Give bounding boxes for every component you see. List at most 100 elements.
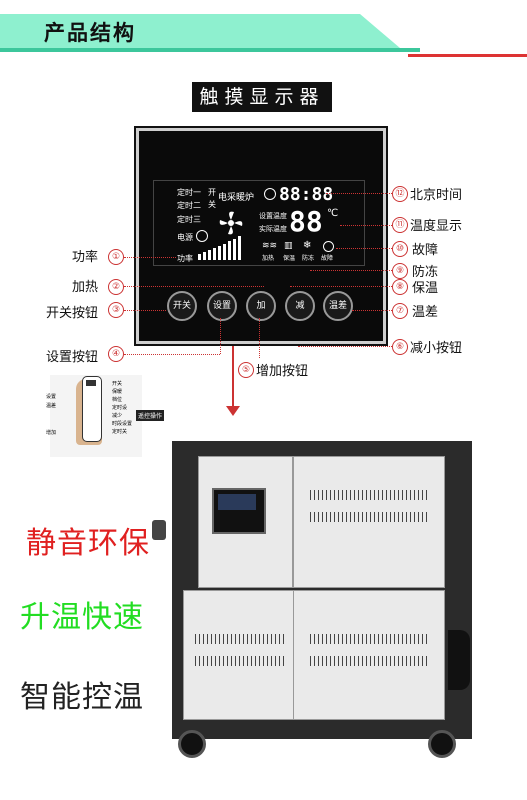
callout-1-line: [124, 257, 176, 258]
callout-5-vline: [259, 318, 260, 358]
heating-icon: ≋≋: [262, 241, 278, 251]
remote-caption: 遥控操作: [136, 410, 165, 421]
callout-9-num: ⑨: [392, 263, 408, 279]
power-button[interactable]: 开关: [167, 291, 197, 321]
vent-grille: [310, 656, 430, 666]
header-underline: [0, 48, 420, 52]
arrow-head-icon: [226, 406, 240, 416]
remote-right-label: 开关: [112, 381, 123, 387]
callout-8-num: ⑧: [392, 279, 408, 295]
lower-left-door: [183, 590, 295, 720]
callout-2-line: [124, 286, 264, 287]
callout-8-line: [290, 286, 392, 287]
lcd-antifreeze: 防冻: [302, 255, 315, 262]
page-title: 产品结构: [44, 21, 136, 45]
lcd-timer-2: 定时二: [177, 201, 201, 210]
lcd-fault: 故障: [321, 255, 334, 262]
lcd-temp-unit: ℃: [327, 208, 339, 219]
callout-11-text: 温度显示: [410, 219, 463, 234]
arrow-shaft: [232, 346, 234, 410]
callout-6-text: 减小按钮: [410, 341, 463, 356]
callout-1-text: 功率: [72, 250, 99, 265]
vent-grille: [310, 634, 430, 644]
callout-1-num: ①: [108, 249, 124, 265]
remote-right-label: 时段设置: [112, 421, 133, 427]
vent-grille: [310, 512, 430, 522]
increase-button[interactable]: 加: [246, 291, 276, 321]
wheel-icon: [428, 730, 456, 758]
insulation-icon: ▥: [284, 241, 293, 251]
mini-lcd: [218, 494, 256, 510]
remote-left-label: 设置: [46, 394, 57, 400]
header-accent-line: [408, 54, 527, 57]
snowflake-icon: ❄: [303, 240, 312, 251]
lcd-actual-temp: 实际温度: [259, 225, 287, 233]
vent-grille: [195, 634, 285, 644]
callout-4-text: 设置按钮: [46, 350, 99, 365]
lcd-screen: [153, 180, 365, 266]
callout-11-line: [340, 225, 392, 226]
slogan-quiet: 静音环保: [26, 526, 150, 561]
callout-3-num: ③: [108, 302, 124, 318]
callout-11-num: ⑪: [392, 217, 408, 233]
decrease-button[interactable]: 减: [285, 291, 315, 321]
clock-icon: [264, 188, 276, 200]
remote-right-label: 定时关: [112, 429, 128, 435]
callout-6-num: ⑥: [392, 339, 408, 355]
lcd-heater-label: 电采暖炉: [218, 193, 255, 203]
remote-screen: [86, 380, 96, 386]
callout-5-text: 增加按钮: [256, 364, 309, 379]
slogan-smart: 智能控温: [20, 680, 144, 715]
temp-diff-button[interactable]: 温差: [323, 291, 353, 321]
callout-6-line: [298, 346, 392, 347]
callout-12-text: 北京时间: [410, 188, 463, 203]
remote-left-label: 温差: [46, 403, 57, 409]
remote-right-label: 减少: [112, 413, 123, 419]
lcd-switch: 开 关: [208, 188, 216, 209]
vent-grille: [310, 490, 430, 500]
callout-9-line: [310, 270, 392, 271]
callout-3-line: [124, 310, 166, 311]
callout-2-num: ②: [108, 279, 124, 295]
callout-10-num: ⑩: [392, 241, 408, 257]
power-icon: [196, 230, 208, 242]
callout-4-vline: [220, 318, 221, 354]
remote-left-label: 增加: [46, 430, 57, 436]
callout-7-text: 温差: [412, 305, 439, 320]
lcd-temp-value: 88: [289, 205, 323, 238]
callout-8-text: 保温: [412, 281, 439, 296]
lcd-power-rate: 功率: [177, 254, 193, 263]
callout-10-text: 故障: [412, 243, 439, 258]
lcd-power-source: 电源: [177, 233, 193, 242]
remote-right-labels: 开关 保暖 档位 定时设 减少 时段设置 定时关: [112, 380, 140, 436]
callout-5-num: ⑤: [238, 362, 254, 378]
callout-4-line: [124, 354, 220, 355]
callout-9-text: 防冻: [412, 265, 439, 280]
remote-left-labels: 设置 温差 增加: [46, 393, 68, 438]
lcd-time: 88:88: [279, 184, 334, 205]
callout-7-line: [352, 310, 392, 311]
side-handle: [448, 630, 470, 690]
lcd-timer-3: 定时三: [177, 215, 201, 224]
callout-7-num: ⑦: [392, 303, 408, 319]
lcd-set-temp: 设置温度: [259, 212, 287, 220]
door-lock-icon: [152, 520, 166, 540]
callout-12-line: [326, 193, 392, 194]
callout-3-text: 开关按钮: [46, 306, 99, 321]
lcd-heating: 加热: [262, 255, 275, 262]
settings-button[interactable]: 设置: [207, 291, 237, 321]
power-bars: [198, 236, 241, 260]
remote-right-label: 定时设: [112, 405, 128, 411]
fault-icon: [323, 241, 334, 252]
remote-right-label: 保暖: [112, 389, 123, 395]
header-band: [0, 14, 400, 48]
callout-2-text: 加热: [72, 280, 99, 295]
callout-4-num: ④: [108, 346, 124, 362]
lcd-timer-1: 定时一: [177, 188, 201, 197]
vent-grille: [195, 656, 285, 666]
remote-control: [82, 376, 102, 442]
wheel-icon: [178, 730, 206, 758]
callout-12-num: ⑫: [392, 186, 408, 202]
display-title: 触摸显示器: [192, 82, 332, 112]
remote-right-label: 档位: [112, 397, 123, 403]
